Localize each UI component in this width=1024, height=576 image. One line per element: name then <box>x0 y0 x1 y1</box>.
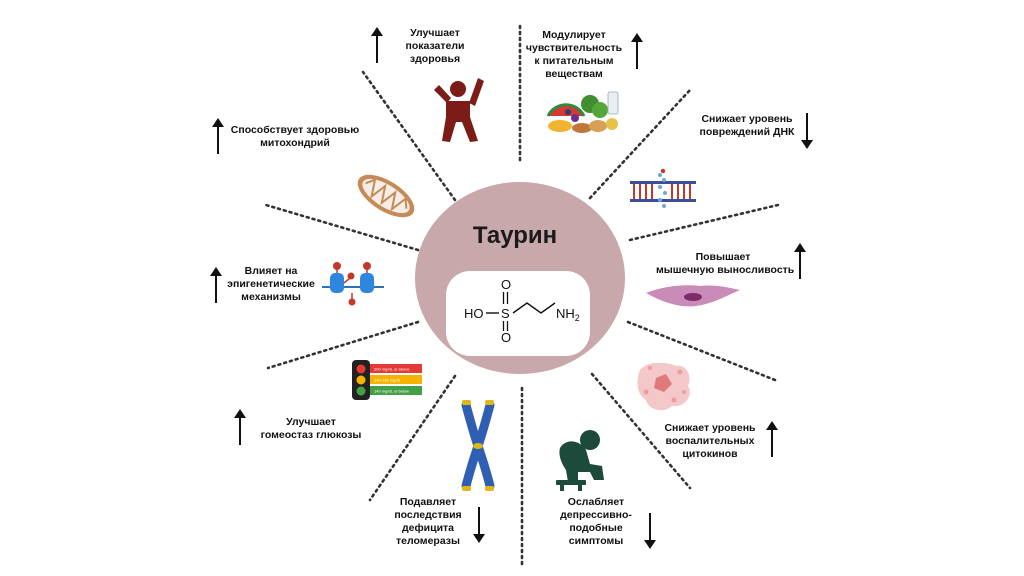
arrow-down-icon <box>801 113 813 149</box>
spoke-telomerase <box>368 374 457 502</box>
spoke-depression <box>590 372 692 490</box>
spoke-glucose <box>266 320 420 370</box>
center-title: Таурин <box>472 222 558 249</box>
arrow-up-icon <box>212 118 224 154</box>
meter-red-text: 200 mg/dL or above <box>374 367 410 372</box>
mitochondria-icon <box>357 174 415 218</box>
meter-green-text: 140 mg/dL or below <box>374 389 409 394</box>
formula-s: S <box>501 306 510 321</box>
glucose-traffic-light-icon: 200 mg/dL or above 140-199 mg/dL 140 mg/… <box>352 360 422 400</box>
taurine-structure: HO S O O NH2 <box>464 277 580 345</box>
dotted-spokes <box>264 20 780 570</box>
inflamed-cell-icon <box>637 362 690 411</box>
muscle-cell-icon <box>646 285 740 307</box>
arrow-up-icon <box>794 243 806 279</box>
depressed-person-icon <box>556 430 604 491</box>
formula-nh: NH2 <box>556 306 580 323</box>
spoke-dna <box>588 88 692 200</box>
spoke-health <box>361 70 457 202</box>
arrow-down-icon <box>644 513 656 549</box>
spoke-epigenetic <box>264 203 420 252</box>
arrow-up-icon <box>371 27 383 63</box>
food-icon <box>546 91 619 133</box>
arrow-up-icon <box>210 267 222 303</box>
formula-ho: HO <box>464 306 484 321</box>
arrow-up-icon <box>234 409 246 445</box>
formula-o-bottom: O <box>501 330 511 345</box>
arrow-up-icon <box>631 33 643 69</box>
nucleosome-icon <box>322 262 384 306</box>
chromosome-icon <box>461 400 495 491</box>
dna-icon <box>630 168 696 208</box>
arrow-up-icon <box>766 421 778 457</box>
arrow-down-icon <box>473 507 485 543</box>
formula-o-top: O <box>501 277 511 292</box>
formula-box <box>446 271 590 356</box>
spoke-muscle <box>628 203 780 242</box>
person-cheering-icon <box>434 78 484 142</box>
spoke-cytokine <box>626 320 777 382</box>
meter-yellow-text: 140-199 mg/dL <box>374 378 402 383</box>
